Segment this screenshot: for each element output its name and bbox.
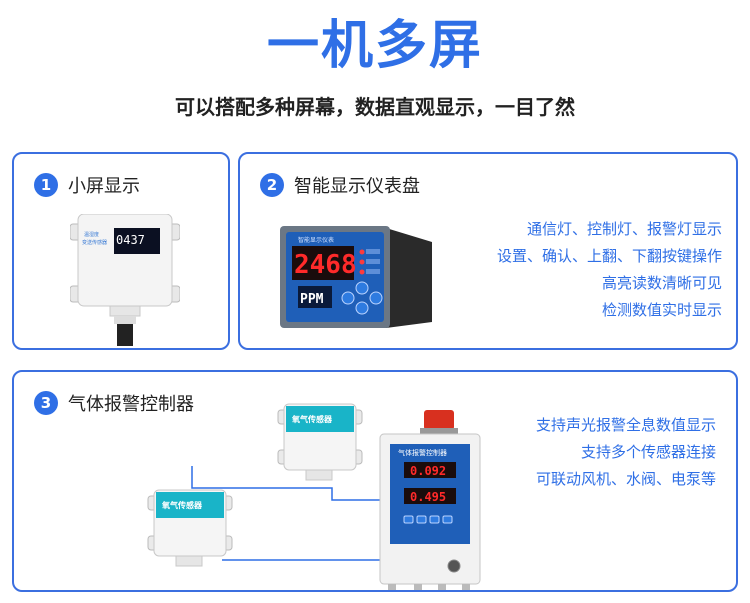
- gas-alarm-controller-device: 气体报警控制器 0.092 0.495: [379, 410, 481, 590]
- controller-label: 气体报警控制器: [398, 448, 447, 457]
- sensor-label: 氧气传感器: [291, 414, 333, 424]
- meter-indicator-light: [359, 249, 365, 255]
- meter-button: [369, 291, 383, 305]
- meter-unit: PPM: [300, 292, 324, 307]
- controller-value-1: 0.092: [410, 464, 446, 478]
- small-screen-value: 0437: [116, 233, 145, 247]
- feature-item: 通信灯、控制灯、报警灯显示: [526, 220, 722, 238]
- meter-button: [341, 291, 355, 305]
- meter-value: 2468: [294, 250, 357, 280]
- feature-item: 支持多个传感器连接: [580, 443, 716, 461]
- meter-indicator-light: [359, 269, 365, 275]
- feature-item: 检测数值实时显示: [601, 301, 722, 319]
- controller-key: [403, 515, 414, 524]
- page-title: 一机多屏: [266, 16, 483, 76]
- meter-indicator-light: [359, 259, 365, 265]
- controller-value-2: 0.495: [410, 490, 446, 504]
- gas-sensor-top: 氧气传感器: [277, 403, 363, 481]
- panel-gas-alarm-controller: 3 气体报警控制器 氧气传感器 氧气传感器: [12, 370, 738, 592]
- panel-header: 1 小屏显示: [34, 172, 140, 198]
- meter-button: [355, 281, 369, 295]
- controller-key: [442, 515, 453, 524]
- panel-small-screen: 1 小屏显示 0437 温湿度 变送传感器: [12, 152, 230, 350]
- smart-meter-image: 智能显示仪表 2468 PPM: [280, 226, 432, 328]
- sensor-label-1: 温湿度: [84, 231, 99, 238]
- panel-title: 智能显示仪表盘: [294, 176, 420, 197]
- small-screen-sensor-image: 0437 温湿度 变送传感器: [70, 214, 180, 346]
- panel-smart-meter: 2 智能显示仪表盘 智能显示仪表 2468 PPM 通信灯、控制灯、报警灯显示 …: [238, 152, 738, 350]
- feature-item: 支持声光报警全息数值显示: [535, 416, 716, 434]
- controller-key: [429, 515, 440, 524]
- panel-header: 3 气体报警控制器: [34, 390, 194, 416]
- power-switch-icon: [447, 559, 461, 573]
- sensor-label-2: 变送传感器: [82, 239, 107, 246]
- feature-item: 高亮读数清晰可见: [601, 274, 722, 292]
- smart-meter-feature-list: 通信灯、控制灯、报警灯显示 设置、确认、上翻、下翻按键操作 高亮读数清晰可见 检…: [497, 216, 722, 324]
- gas-sensor-bottom: 氧气传感器: [147, 489, 233, 567]
- gas-controller-feature-list: 支持声光报警全息数值显示 支持多个传感器连接 可联动风机、水阀、电泵等: [536, 412, 716, 493]
- page-subtitle: 可以搭配多种屏幕，数据直观显示，一目了然: [175, 95, 575, 119]
- panel-title: 气体报警控制器: [68, 394, 194, 415]
- sensor-label: 氧气传感器: [161, 500, 203, 510]
- feature-item: 可联动风机、水阀、电泵等: [535, 470, 716, 488]
- gas-alarm-system-image: 氧气传感器 氧气传感器 气体报警控制器 0.092 0.495: [147, 403, 481, 590]
- meter-top-label: 智能显示仪表: [298, 236, 334, 244]
- controller-key: [416, 515, 427, 524]
- connection-wire: [191, 466, 380, 501]
- step-number-badge: 2: [260, 173, 284, 197]
- panel-title: 小屏显示: [68, 176, 140, 197]
- step-number-badge: 1: [34, 173, 58, 197]
- step-number-badge: 3: [34, 391, 58, 415]
- meter-button: [355, 301, 369, 315]
- feature-item: 设置、确认、上翻、下翻按键操作: [496, 247, 722, 265]
- panel-header: 2 智能显示仪表盘: [260, 172, 420, 198]
